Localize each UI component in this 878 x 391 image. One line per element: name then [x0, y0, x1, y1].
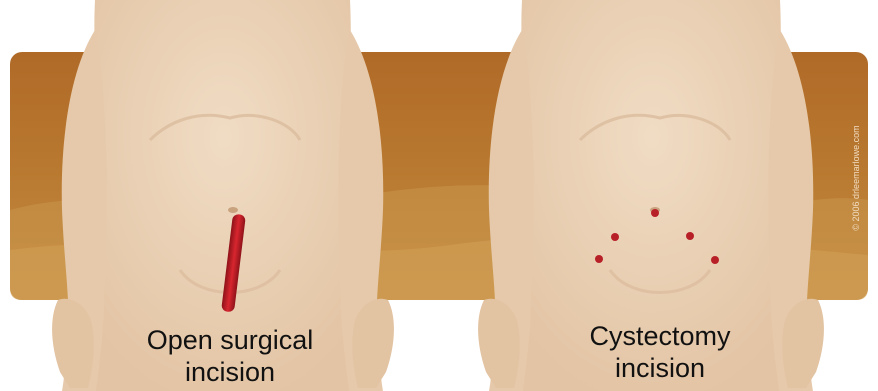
left-navel — [228, 207, 238, 213]
port-incision — [595, 255, 603, 263]
port-incision — [651, 209, 659, 217]
left-caption-line2: incision — [100, 356, 360, 388]
port-incision — [711, 256, 719, 264]
left-caption-line1: Open surgical — [100, 324, 360, 356]
right-caption-line1: Cystectomy — [530, 320, 790, 352]
port-incision — [686, 232, 694, 240]
right-caption-line2: incision — [530, 352, 790, 384]
right-caption: Cystectomy incision — [530, 320, 790, 384]
port-incision — [611, 233, 619, 241]
left-caption: Open surgical incision — [100, 324, 360, 388]
copyright-text: © 2006 drleemarlowe.com — [851, 125, 861, 230]
copyright-notice: © 2006 drleemarlowe.com — [846, 60, 866, 296]
